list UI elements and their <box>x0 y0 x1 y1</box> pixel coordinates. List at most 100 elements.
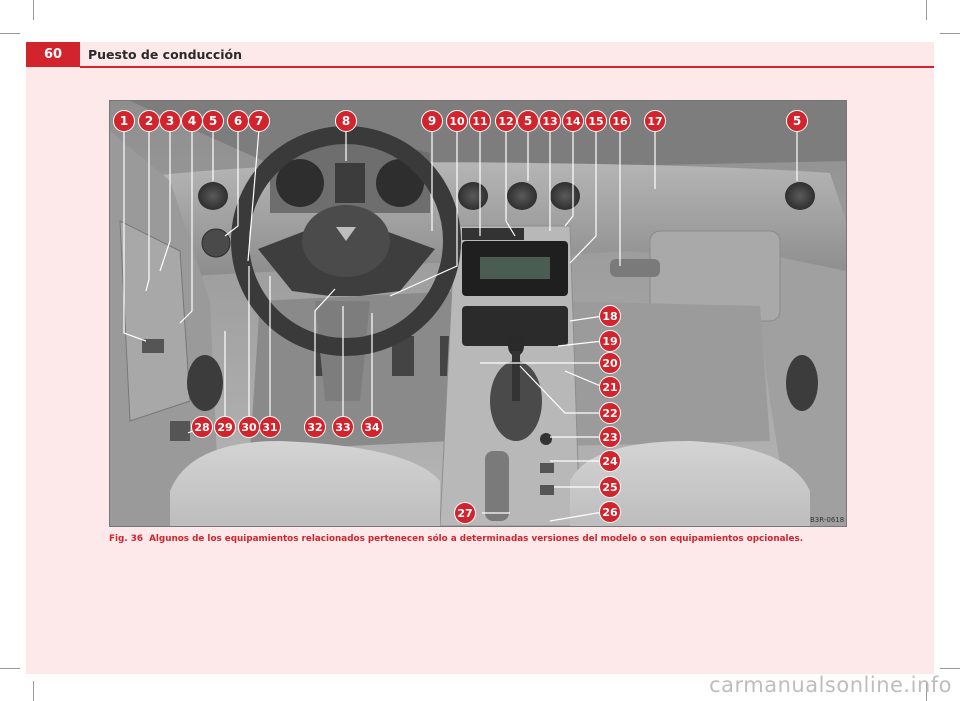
callout-badge: 24 <box>599 450 621 472</box>
callout-circle <box>191 416 213 438</box>
callout-badge: 15 <box>585 110 607 132</box>
door-handle <box>170 421 190 441</box>
vent-center-left <box>458 182 488 210</box>
callout-badge: 20 <box>599 352 621 374</box>
light-switch-icon <box>201 228 231 258</box>
callout-badge: 9 <box>421 110 443 132</box>
callout-circle <box>599 476 621 498</box>
callout-circle <box>517 110 539 132</box>
callout-number: 8 <box>342 114 350 128</box>
callout-number: 31 <box>262 421 277 434</box>
vent-center-right <box>550 182 580 210</box>
callout-circle <box>259 416 281 438</box>
crop-mark <box>940 668 960 669</box>
callout-badge: 1 <box>113 110 135 132</box>
callout-circle <box>599 305 621 327</box>
callout-badge: 3 <box>159 110 181 132</box>
callout-number: 13 <box>542 115 557 128</box>
callout-circle <box>361 416 383 438</box>
callout-badge: 7 <box>248 110 270 132</box>
callout-circle <box>214 416 236 438</box>
hazard-row <box>462 228 524 240</box>
pedal-brake <box>392 336 414 376</box>
watermark: carmanualsonline.info <box>709 673 952 697</box>
callout-number: 20 <box>602 357 618 370</box>
callout-number: 1 <box>120 114 128 128</box>
callout-number: 27 <box>457 507 472 520</box>
callout-number: 2 <box>145 114 153 128</box>
callout-number: 6 <box>234 114 242 128</box>
callout-circle <box>562 110 584 132</box>
floor-right <box>550 301 770 446</box>
callout-circle <box>159 110 181 132</box>
callout-number: 15 <box>588 115 603 128</box>
callout-number: 5 <box>209 114 217 128</box>
callout-badge: 32 <box>304 416 326 438</box>
crop-mark <box>0 33 20 34</box>
crop-mark <box>926 0 927 20</box>
passenger-seat <box>570 441 810 526</box>
speedometer <box>376 159 424 207</box>
callout-badge: 5 <box>202 110 224 132</box>
handbrake <box>485 451 509 521</box>
console-button <box>540 485 554 495</box>
callout-number: 30 <box>241 421 257 434</box>
callout-number: 9 <box>428 114 436 128</box>
callout-badge: 12 <box>495 110 517 132</box>
callout-badge: 34 <box>361 416 383 438</box>
callout-badge: 13 <box>539 110 561 132</box>
caption-text: Algunos de los equipamientos relacionado… <box>149 534 804 544</box>
vent-left <box>198 182 228 210</box>
callout-number: 25 <box>602 481 617 494</box>
callout-circle <box>495 110 517 132</box>
callout-badge: 18 <box>599 305 621 327</box>
page-title: Puesto de conducción <box>88 47 243 62</box>
callout-circle <box>599 376 621 398</box>
vent-center <box>507 182 537 210</box>
callout-number: 7 <box>255 114 263 128</box>
callout-number: 14 <box>565 115 581 128</box>
callout-circle <box>599 402 621 424</box>
callout-badge: 33 <box>332 416 354 438</box>
callout-circle <box>304 416 326 438</box>
crop-mark <box>926 681 927 701</box>
crop-mark <box>33 0 34 20</box>
callout-circle <box>446 110 468 132</box>
callout-circle <box>585 110 607 132</box>
callout-number: 17 <box>647 115 662 128</box>
callout-badge: 5 <box>786 110 808 132</box>
radio-display <box>480 257 550 279</box>
callout-circle <box>786 110 808 132</box>
glovebox-handle <box>610 259 660 277</box>
callout-circle <box>335 110 357 132</box>
callout-circle <box>609 110 631 132</box>
callout-circle <box>332 416 354 438</box>
vent-right <box>785 182 815 210</box>
callout-badge: 21 <box>599 376 621 398</box>
seat-logo-icon <box>336 227 356 241</box>
callout-number: 28 <box>194 421 209 434</box>
callout-number: 21 <box>602 381 617 394</box>
crop-mark <box>33 681 34 701</box>
callout-badge: 30 <box>238 416 260 438</box>
callout-badge: 17 <box>644 110 666 132</box>
figure-caption: Fig. 36 Algunos de los equipamientos rel… <box>109 534 869 544</box>
page-header: 60 Puesto de conducción <box>26 42 934 68</box>
console-knob <box>540 433 552 445</box>
callout-badge: 5 <box>517 110 539 132</box>
callout-badge: 11 <box>469 110 491 132</box>
left-door-panel <box>119 220 191 422</box>
callout-badge: 29 <box>214 416 236 438</box>
page-number: 60 <box>26 42 80 67</box>
callout-circle <box>421 110 443 132</box>
callout-badge: 25 <box>599 476 621 498</box>
callout-badge: 2 <box>138 110 160 132</box>
crop-mark <box>940 33 960 34</box>
callout-badge: 27 <box>454 502 476 524</box>
callout-badge: 23 <box>599 426 621 448</box>
callout-circle <box>113 110 135 132</box>
callout-badge: 28 <box>191 416 213 438</box>
tachometer <box>276 159 324 207</box>
callout-number: 32 <box>307 421 322 434</box>
